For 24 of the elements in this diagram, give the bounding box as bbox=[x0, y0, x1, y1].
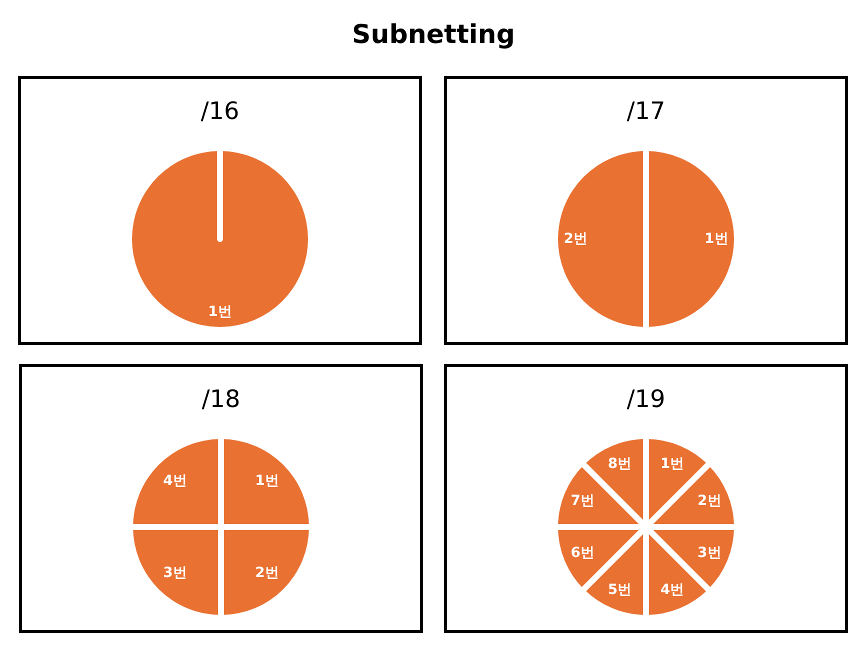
slice-label: 4번 bbox=[163, 472, 187, 490]
panel-frame bbox=[18, 76, 422, 345]
panel-title: /19 bbox=[626, 385, 666, 413]
slice-label: 4번 bbox=[660, 581, 684, 600]
slice-label: 1번 bbox=[704, 230, 728, 248]
slice-label: 2번 bbox=[698, 492, 722, 510]
slice-label: 3번 bbox=[163, 564, 187, 582]
slice-label: 1번 bbox=[208, 303, 232, 322]
panel-title: /18 bbox=[200, 385, 242, 413]
panel-frame bbox=[444, 364, 848, 633]
slice-label: 3번 bbox=[698, 544, 722, 562]
panel-frame bbox=[19, 364, 423, 633]
slice-label: 1번 bbox=[255, 472, 279, 490]
slice-label: 8번 bbox=[608, 454, 632, 473]
slice-label: 6번 bbox=[570, 544, 594, 562]
panel-title: /16 bbox=[200, 97, 240, 125]
slice-label: 2번 bbox=[564, 230, 588, 248]
panel-frame bbox=[444, 76, 848, 345]
slice-label: 1번 bbox=[660, 454, 684, 473]
slice-label: 2번 bbox=[255, 564, 279, 582]
panel-title: /17 bbox=[626, 97, 666, 125]
slice-label: 7번 bbox=[570, 492, 594, 510]
slice-label: 5번 bbox=[608, 581, 632, 600]
diagram-title: Subnetting bbox=[351, 20, 516, 50]
